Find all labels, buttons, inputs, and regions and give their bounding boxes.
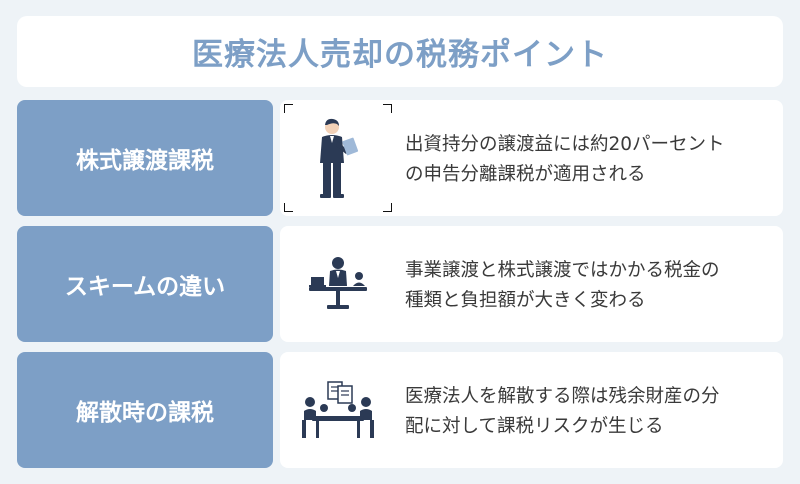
description-line: 種類と負担額が大きく変わる (405, 290, 646, 311)
point-content-box: 事業譲渡と株式譲渡ではかかる税金の 種類と負担額が大きく変わる (280, 226, 783, 342)
point-description: 事業譲渡と株式譲渡ではかかる税金の 種類と負担額が大きく変わる (405, 256, 780, 316)
point-row-dissolution-tax: 解散時の課税 (17, 352, 783, 468)
point-label-box: スキームの違い (17, 226, 273, 342)
point-label: スキームの違い (64, 274, 226, 300)
point-label-box: 株式譲渡課税 (17, 100, 273, 216)
meeting-documents-icon (284, 356, 392, 464)
point-row-scheme-difference: スキームの違い 事業譲渡と株式譲渡ではかかる税金 (17, 226, 783, 342)
title-banner: 医療法人売却の税務ポイント (17, 16, 783, 87)
point-label: 解散時の課税 (76, 400, 214, 426)
page-title: 医療法人売却の税務ポイント (192, 37, 608, 73)
point-row-stock-transfer-tax: 株式譲渡課税 (17, 100, 783, 216)
point-content-box: 医療法人を解散する際は残余財産の分 配に対して課税リスクが生じる (280, 352, 783, 468)
point-description: 出資持分の譲渡益には約20パーセント の申告分離課税が適用される (405, 130, 780, 190)
point-label: 株式譲渡課税 (76, 148, 214, 174)
description-line: 事業譲渡と株式譲渡ではかかる税金の (405, 260, 720, 281)
description-line: の申告分離課税が適用される (405, 164, 646, 185)
description-line: 出資持分の譲渡益には約20パーセント (405, 134, 725, 155)
point-content-box: 出資持分の譲渡益には約20パーセント の申告分離課税が適用される (280, 100, 783, 216)
businessman-reading-icon (284, 104, 392, 212)
point-description: 医療法人を解散する際は残余財産の分 配に対して課税リスクが生じる (405, 382, 780, 442)
description-line: 配に対して課税リスクが生じる (405, 416, 664, 437)
description-line: 医療法人を解散する際は残余財産の分 (405, 386, 720, 407)
point-label-box: 解散時の課税 (17, 352, 273, 468)
balance-scale-icon (284, 230, 392, 338)
